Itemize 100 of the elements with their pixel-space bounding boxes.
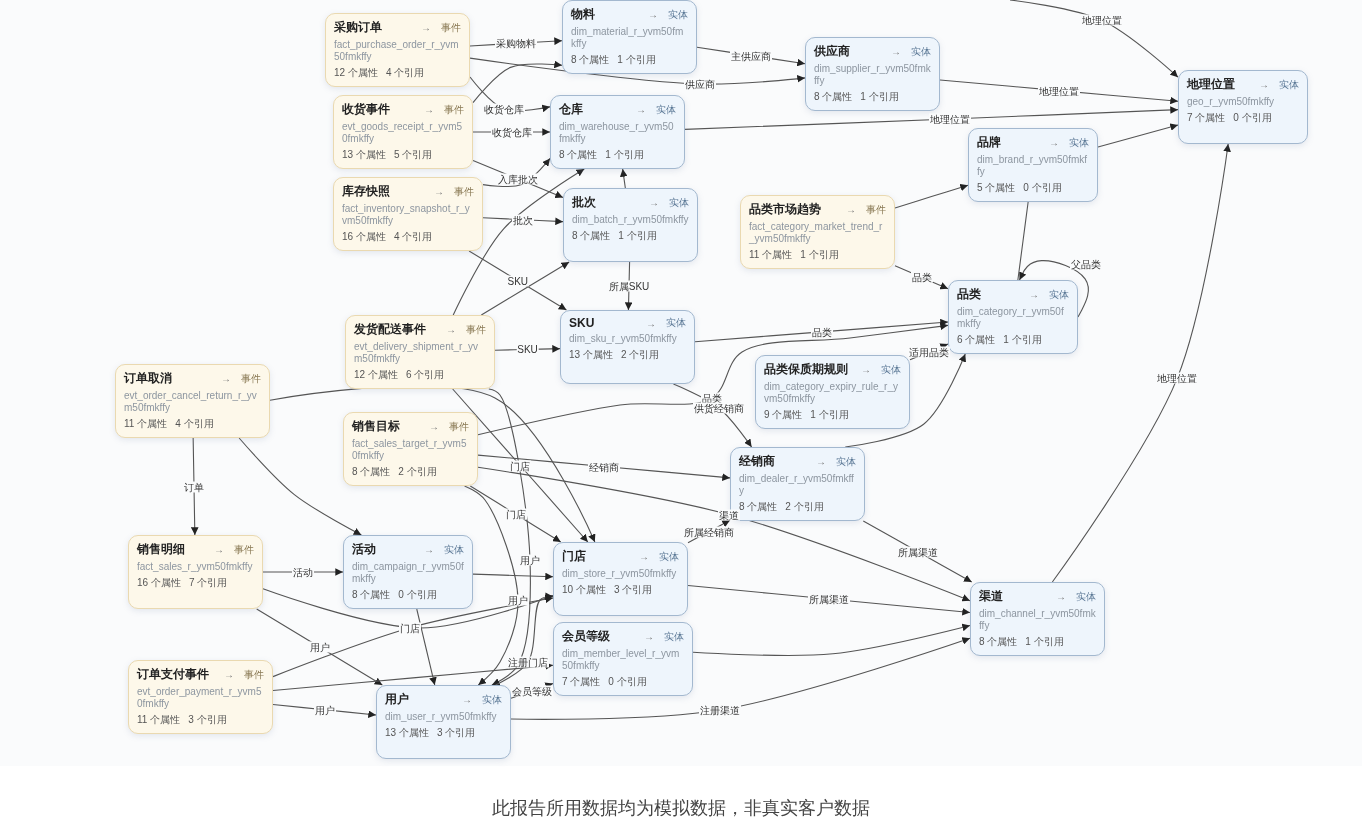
connector-arrow <box>469 485 562 543</box>
type-tag: 事件 <box>454 184 474 199</box>
arrow-symbol: → <box>221 373 231 384</box>
card-title: 订单取消 <box>124 370 172 387</box>
entity-card <box>968 128 1098 202</box>
card-title: 采购订单 <box>334 19 382 36</box>
entity-card <box>948 280 1078 354</box>
edge-label: 品类 <box>910 271 933 283</box>
reference-count: 1 个引用 <box>860 91 899 102</box>
connector-arrow <box>1097 123 1179 148</box>
event-card <box>333 95 473 169</box>
card-title: 销售明细 <box>137 541 185 558</box>
card-title: 门店 <box>562 548 586 565</box>
event-card <box>325 13 470 87</box>
attribute-count: 5 个属性 <box>977 182 1016 193</box>
type-tag: 事件 <box>444 102 464 117</box>
entity-card <box>376 685 511 759</box>
card-title: SKU <box>569 316 595 330</box>
edge-label: 地理位置 <box>1081 14 1124 26</box>
type-tag: 实体 <box>482 692 502 707</box>
entity-card <box>970 582 1105 656</box>
attribute-count: 8 个属性 <box>559 149 598 160</box>
connector-arrow <box>416 608 437 686</box>
table-id: dim_supplier_r_yvm50fmkffy <box>814 63 931 87</box>
table-id: dim_campaign_r_yvm50fmkffy <box>352 561 464 585</box>
card-title: 仓库 <box>559 101 583 118</box>
card-title: 供应商 <box>814 43 850 60</box>
connector-arrow <box>477 466 971 602</box>
connector-arrow <box>510 637 971 720</box>
reference-count: 3 个引用 <box>613 584 653 595</box>
entity-card <box>550 95 685 169</box>
connector-arrow <box>272 662 554 692</box>
table-id: fact_inventory_snapshot_r_yvm50fmkffy <box>342 203 471 227</box>
edge-label: 收货仓库 <box>490 126 533 138</box>
arrow-symbol: → <box>1259 79 1269 90</box>
connector-arrow <box>619 168 628 189</box>
type-tag: 事件 <box>441 20 461 35</box>
connector-arrow <box>464 485 519 686</box>
arrow-symbol: → <box>648 9 658 20</box>
type-tag: 实体 <box>1279 77 1299 92</box>
type-tag: 事件 <box>244 667 264 682</box>
type-tag: 实体 <box>656 102 676 117</box>
card-title: 收货事件 <box>342 101 390 118</box>
card-title: 渠道 <box>979 588 1003 605</box>
table-id: dim_batch_r_yvm50fmkffy <box>572 214 689 226</box>
entity-card <box>553 622 693 696</box>
connector-arrow <box>272 595 554 678</box>
type-tag: 实体 <box>881 362 901 377</box>
event-card <box>128 535 263 609</box>
arrow-symbol: → <box>816 456 826 467</box>
arrow-symbol: → <box>429 421 439 432</box>
attribute-count: 8 个属性 <box>814 91 853 102</box>
attribute-count: 8 个属性 <box>739 501 778 512</box>
connector-arrow <box>480 261 570 316</box>
edge-label: 所属渠道 <box>808 593 850 605</box>
connector-arrow <box>452 168 585 316</box>
edge-label: 会员等级 <box>511 685 553 697</box>
connector-arrow <box>238 437 362 536</box>
reference-count: 1 个引用 <box>617 54 656 65</box>
entity-card <box>560 310 695 384</box>
card-title: 会员等级 <box>562 628 610 645</box>
edge-label: 地理位置 <box>1038 85 1080 97</box>
type-tag: 实体 <box>1069 135 1089 150</box>
edge-label: 门店 <box>504 508 527 520</box>
edge-label: 用户 <box>308 641 331 653</box>
attribute-count: 8 个属性 <box>572 230 611 241</box>
edge-label: 入库批次 <box>497 173 539 185</box>
arrow-symbol: → <box>446 324 456 335</box>
edge-label: 适用品类 <box>908 346 950 358</box>
entity-card <box>562 0 697 74</box>
arrow-symbol: → <box>636 104 646 115</box>
connector-arrow <box>694 318 949 343</box>
type-tag: 事件 <box>449 419 469 434</box>
type-tag: 实体 <box>664 629 684 644</box>
entity-card <box>730 447 865 521</box>
table-id: dim_warehouse_r_yvm50fmkffy <box>559 121 675 145</box>
edge-label: 品类 <box>701 392 723 404</box>
connector-arrow <box>684 106 1179 130</box>
edge-label: 所属经销商 <box>683 526 735 537</box>
connector-arrow <box>256 608 383 686</box>
card-title: 用户 <box>385 691 409 708</box>
type-tag: 实体 <box>911 44 931 59</box>
type-tag: 事件 <box>866 202 886 217</box>
edge-label: 地理位置 <box>929 113 971 125</box>
attribute-count: 8 个属性 <box>352 466 391 477</box>
event-card <box>128 660 273 734</box>
type-tag: 实体 <box>669 195 689 210</box>
table-id: fact_sales_r_yvm50fmkffy <box>137 561 254 573</box>
edge-label: 所属渠道 <box>896 546 939 557</box>
event-card <box>333 177 483 251</box>
edge-label: 用户 <box>313 704 336 716</box>
table-id: fact_purchase_order_r_yvm50fmkffy <box>334 39 460 63</box>
reference-count: 1 个引用 <box>800 249 839 260</box>
attribute-count: 8 个属性 <box>571 54 610 65</box>
table-id: fact_sales_target_r_yvm50fmkffy <box>352 438 468 462</box>
card-title: 经销商 <box>739 453 775 470</box>
card-title: 品类市场趋势 <box>749 201 821 218</box>
type-tag: 实体 <box>1076 589 1096 604</box>
table-id: dim_channel_r_yvm50fmkffy <box>979 608 1096 632</box>
arrow-symbol: → <box>846 204 856 215</box>
